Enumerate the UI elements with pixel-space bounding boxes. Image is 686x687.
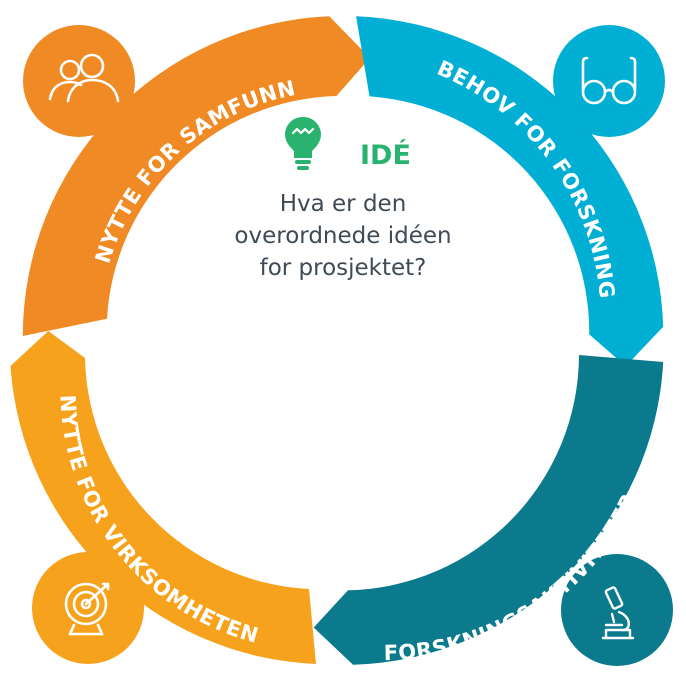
segment-nytte-for-samfunn: [22, 16, 370, 337]
segment-forskningsaktiviteter: [313, 355, 664, 665]
segment-behov-for-forskning: [356, 16, 664, 367]
people-icon: [48, 53, 120, 103]
idea-question-line: for prosjektet?: [259, 255, 427, 281]
target-icon: [64, 582, 110, 636]
microscope-icon: [601, 586, 635, 640]
microscope-icon-badge: [561, 554, 673, 666]
segment-nytte-for-virksomheten: [10, 331, 316, 664]
idea-question-line: overordnede idéen: [234, 223, 452, 249]
glasses-icon: [581, 56, 637, 105]
people-icon-badge: [23, 25, 135, 137]
idea-question: Hva er den overordnede idéen for prosjek…: [193, 188, 493, 284]
lightbulb-icon: [285, 117, 321, 170]
idea-title: IDÉ: [360, 139, 411, 171]
glasses-icon-badge: [553, 25, 665, 137]
idea-question-line: Hva er den: [279, 191, 407, 217]
